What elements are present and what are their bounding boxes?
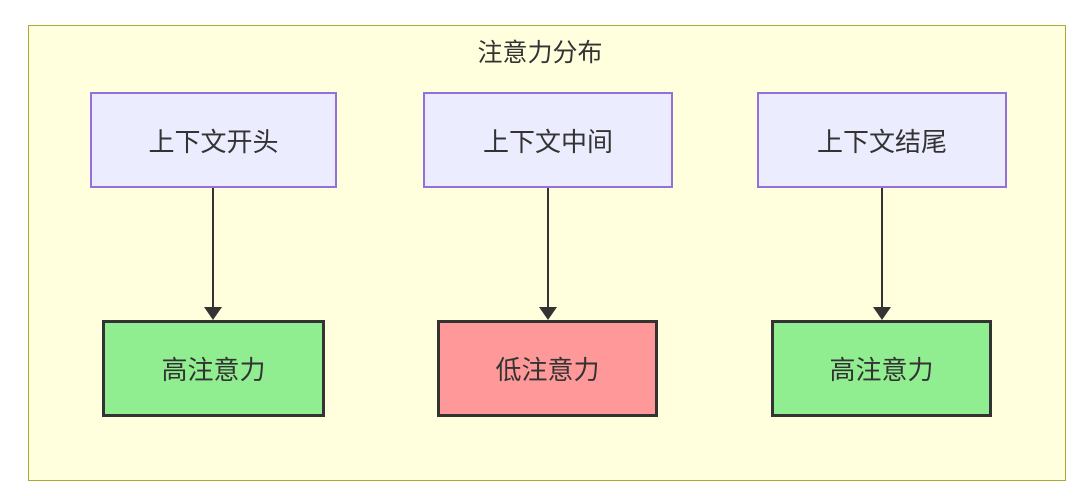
arrow-start-to-high-line <box>212 188 214 308</box>
node-context-end: 上下文结尾 <box>757 92 1007 188</box>
node-context-middle-label: 上下文中间 <box>482 126 613 157</box>
arrow-middle-to-low-line <box>547 188 549 308</box>
node-low-attention-middle: 低注意力 <box>437 320 658 417</box>
node-context-middle: 上下文中间 <box>423 92 673 188</box>
cluster-title: 注意力分布 <box>477 39 603 67</box>
node-high-attention-start: 高注意力 <box>102 320 325 417</box>
arrow-middle-to-low-arrowhead-icon <box>539 307 557 320</box>
arrow-end-to-high-arrowhead-icon <box>873 307 891 320</box>
node-context-end-label: 上下文结尾 <box>816 126 947 157</box>
node-high-attention-end: 高注意力 <box>771 320 992 417</box>
node-high-attention-start-label: 高注意力 <box>161 355 266 385</box>
node-low-attention-middle-label: 低注意力 <box>495 355 600 385</box>
node-context-start-label: 上下文开头 <box>148 126 279 157</box>
node-context-start: 上下文开头 <box>90 92 337 188</box>
arrow-start-to-high-arrowhead-icon <box>204 307 222 320</box>
node-high-attention-end-label: 高注意力 <box>829 355 934 385</box>
arrow-end-to-high-line <box>881 188 883 308</box>
